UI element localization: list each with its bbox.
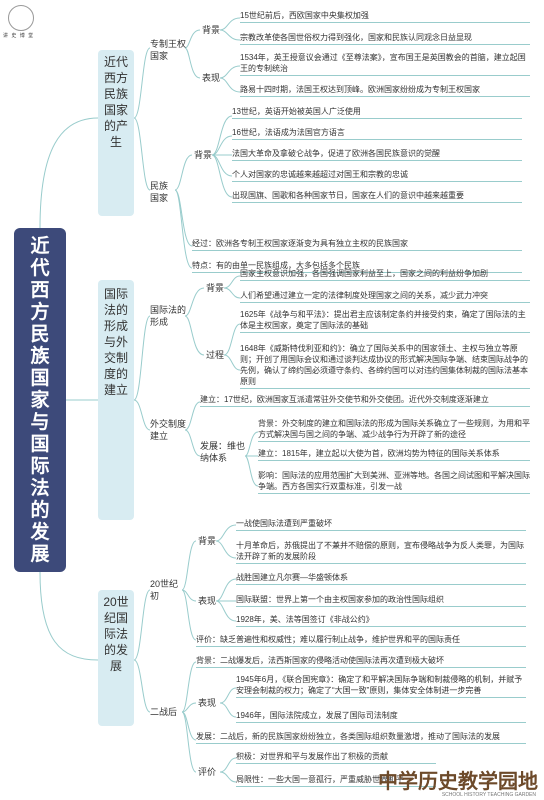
leaf-text: 13世纪，英语开始被英国人广泛使用 bbox=[232, 106, 522, 119]
leaf-text: 影响：国际法的应用范围扩大到美洲、亚洲等地。各国之间试图和平解决国际争端。西方各… bbox=[258, 470, 530, 494]
section-box-1: 近代西方民族国家的产生 bbox=[98, 50, 134, 216]
section-title: 20世纪国际法的发展 bbox=[103, 595, 129, 673]
watermark-logo: 中学历史教学园地 bbox=[378, 769, 538, 793]
group-label: 国际法的形成 bbox=[150, 305, 187, 327]
item-label: 表现 bbox=[198, 596, 217, 606]
section-box-2: 国际法的形成与外交制度的建立 bbox=[98, 280, 134, 520]
leaf-text: 个人对国家的忠诚越来越超过对国王和宗教的忠诚 bbox=[232, 169, 522, 182]
leaf-text: 背景：外交制度的建立和国际法的形成为国际关系确立了一些规则，为用和平方式解决国与… bbox=[258, 418, 530, 442]
section-box-3: 20世纪国际法的发展 bbox=[98, 590, 134, 726]
item-label: 表现 bbox=[198, 698, 217, 708]
leaf-text: 16世纪，法语成为法国官方语言 bbox=[232, 127, 522, 140]
item-label: 过程 bbox=[206, 350, 225, 360]
leaf-text: 法国大革命及拿破仑战争，促进了欧洲各国民族意识的觉醒 bbox=[232, 148, 522, 161]
leaf-text: 特点：有的由单一民族组成，大多包括多个民族 bbox=[192, 260, 522, 273]
item-label: 表现 bbox=[202, 73, 221, 83]
leaf-text: 评价：缺乏普遍性和权威性；难以履行制止战争，维护世界和平的国际责任 bbox=[196, 634, 526, 647]
section-title: 国际法的形成与外交制度的建立 bbox=[103, 287, 128, 397]
section-title: 近代西方民族国家的产生 bbox=[103, 55, 128, 149]
leaf-text: 积极：对世界和平与发展作出了积极的贡献 bbox=[236, 751, 436, 764]
leaf-text: 1946年，国际法院成立，发展了国际司法制度 bbox=[236, 710, 526, 723]
leaf-text: 1648年《威斯特伐利亚和约》：确立了国际关系中的国家领土、主权与独立等原则；开… bbox=[240, 343, 530, 389]
group-label: 20世纪初 bbox=[150, 579, 179, 601]
root-topic-title: 近代西方民族国家与国际法的发展 bbox=[30, 236, 50, 565]
leaf-text: 发展：二战后，新的民族国家纷纷独立，各类国际组织数量激增，推动了国际法的发展 bbox=[196, 731, 526, 744]
leaf-text: 1945年6月，《联合国宪章》：确定了和平解决国际争端和制裁侵略的机制，并赋予安… bbox=[236, 674, 526, 698]
leaf-text: 局限性：一些大国一意孤行，严重威胁世界和平 bbox=[236, 774, 436, 787]
group-label: 专制王权国家 bbox=[150, 39, 187, 61]
leaf-text: 人们希望通过建立一定的法律制度处理国家之间的关系，减少武力冲突 bbox=[240, 290, 530, 303]
leaf-text: 15世纪前后，西欧国家中央集权加强 bbox=[240, 10, 530, 23]
root-topic-box: 近代西方民族国家与国际法的发展 bbox=[14, 228, 66, 572]
leaf-text: 1625年《战争与和平法》：提出君主应该制定条约并接受约束，确定了国际法的主体是… bbox=[240, 309, 530, 333]
leaf-text: 背景：二战爆发后，法西斯国家的侵略活动使国际法再次遭到极大破坏 bbox=[196, 655, 526, 668]
item-label: 发展：维也纳体系 bbox=[200, 441, 246, 463]
leaf-text: 建立：17世纪，欧洲国家互派遣常驻外交使节和外交使团。近代外交制度逐渐建立 bbox=[200, 394, 530, 407]
leaf-text: 一战使国际法遭到严重破坏 bbox=[236, 518, 526, 531]
leaf-text: 国家主权意识加强，各国强调国家利益至上，国家之间的利益纷争加剧 bbox=[240, 268, 530, 281]
item-label: 背景 bbox=[206, 283, 225, 293]
leaf-text: 十月革命后，苏俄提出了不兼并不赔偿的原则，宣布侵略战争为反人类罪，为国际法开辟了… bbox=[236, 540, 526, 564]
leaf-text: 建立：1815年，建立起以大使为首，欧洲均势为特征的国际关系体系 bbox=[258, 448, 530, 461]
leaf-text: 出现国旗、国歌和各种国家节日，国家在人们的意识中越来越重要 bbox=[232, 190, 522, 203]
leaf-text: 1534年，英王授意议会通过《至尊法案》，宣布国王是英国教会的首脑，建立起国王的… bbox=[240, 52, 530, 76]
logo-text: 讲 史 博 堂 bbox=[3, 33, 35, 39]
logo-emblem bbox=[8, 5, 34, 31]
item-label: 背景 bbox=[194, 150, 213, 160]
item-label: 背景 bbox=[202, 25, 221, 35]
leaf-text: 经过：欧洲各专制王权国家逐渐变为具有独立主权的民族国家 bbox=[192, 238, 522, 251]
leaf-text: 1928年，美、法等国签订《非战公约》 bbox=[236, 614, 526, 627]
group-label: 二战后 bbox=[150, 707, 178, 717]
item-label: 背景 bbox=[198, 536, 217, 546]
watermark-subtitle: SCHOOL HISTORY TEACHING GARDEN bbox=[441, 792, 536, 798]
leaf-text: 路易十四时期，法国王权达到顶峰。欧洲国家纷纷成为专制王权国家 bbox=[240, 84, 530, 97]
group-label: 民族国家 bbox=[150, 181, 169, 203]
leaf-text: 宗教改革使各国世俗权力得到强化，国家和民族认同观念日益显现 bbox=[240, 32, 530, 45]
group-label: 外交制度建立 bbox=[150, 419, 187, 441]
leaf-text: 战胜国建立凡尔赛—华盛顿体系 bbox=[236, 572, 526, 585]
leaf-text: 国际联盟：世界上第一个由主权国家参加的政治性国际组织 bbox=[236, 594, 526, 607]
item-label: 评价 bbox=[198, 767, 217, 777]
